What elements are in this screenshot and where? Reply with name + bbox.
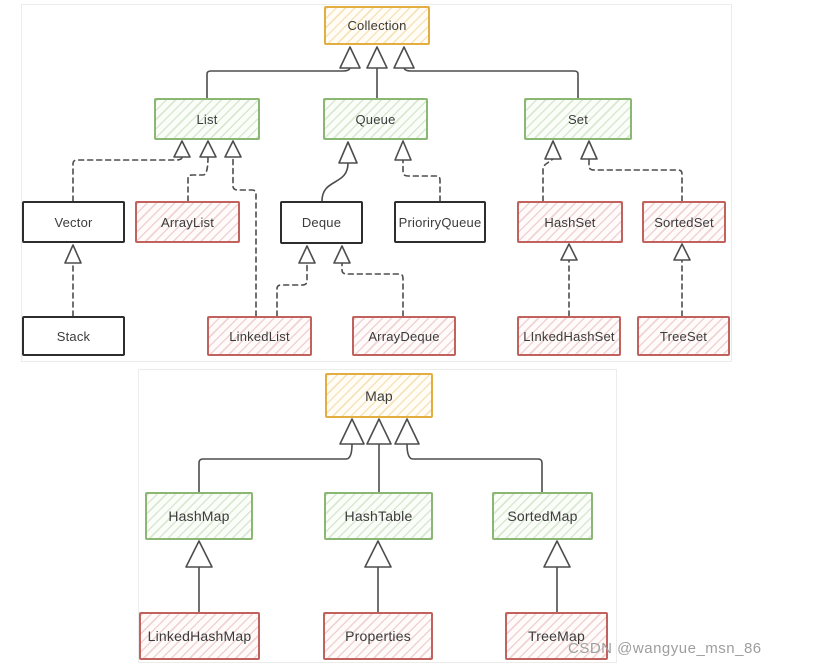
arrowhead-map-right-icon xyxy=(394,418,420,445)
edge-linkedlist-list xyxy=(232,156,257,317)
node-treeset: TreeSet xyxy=(637,316,730,356)
edge-hashset-set xyxy=(542,158,554,202)
node-set: Set xyxy=(524,98,632,140)
node-list: List xyxy=(154,98,260,140)
edge-linkedlist-deque xyxy=(276,262,308,317)
node-hashset: HashSet xyxy=(517,201,623,243)
edge-deque-queue xyxy=(321,162,349,202)
arrowhead-list-mid-icon xyxy=(199,140,217,158)
arrowhead-map-left-icon xyxy=(339,418,365,445)
edge-arraydeque-deque xyxy=(341,262,404,317)
node-sortedset: SortedSet xyxy=(642,201,726,243)
node-priorityqueue: PrioriryQueue xyxy=(394,201,486,243)
arrowhead-set-left-icon xyxy=(544,140,562,160)
edge-vector-list xyxy=(72,156,183,202)
arrowhead-list-right-icon xyxy=(224,140,242,158)
bottom-canvas-border xyxy=(138,369,617,663)
node-hashtable: HashTable xyxy=(324,492,433,540)
node-deque: Deque xyxy=(280,201,363,244)
arrowhead-vector-icon xyxy=(64,244,82,264)
arrowhead-hashset-icon xyxy=(560,243,578,261)
watermark: CSDN @wangyue_msn_86 xyxy=(568,640,762,657)
arrowhead-map-mid-icon xyxy=(366,418,392,445)
arrowhead-queue-right-icon xyxy=(394,140,412,161)
node-collection: Collection xyxy=(324,6,430,45)
edge-sortedset-set xyxy=(588,158,683,202)
edge-priorityqueue-queue xyxy=(402,159,441,202)
node-queue: Queue xyxy=(323,98,428,140)
edge-list-collection xyxy=(206,67,351,99)
node-stack: Stack xyxy=(22,316,125,356)
edge-hashmap-map xyxy=(198,443,353,493)
arrowhead-queue-left-icon xyxy=(338,141,358,164)
node-properties: Properties xyxy=(323,612,433,660)
node-arraydeque: ArrayDeque xyxy=(352,316,456,356)
node-map: Map xyxy=(325,373,433,418)
arrowhead-collection-right-icon xyxy=(393,46,415,69)
arrowhead-list-left-icon xyxy=(173,140,191,158)
arrowhead-collection-mid-icon xyxy=(366,46,388,69)
edge-arraylist-list xyxy=(187,156,209,202)
arrowhead-hashtable-icon xyxy=(364,540,392,568)
node-treemap: TreeMap xyxy=(505,612,608,660)
node-vector: Vector xyxy=(22,201,125,243)
arrowhead-deque-right-icon xyxy=(333,245,351,264)
node-sortedmap: SortedMap xyxy=(492,492,593,540)
arrowhead-set-right-icon xyxy=(580,140,598,160)
node-linkedhashset: LInkedHashSet xyxy=(517,316,621,356)
node-arraylist: ArrayList xyxy=(135,201,240,243)
edge-set-collection xyxy=(403,67,579,99)
top-canvas-border xyxy=(21,4,732,362)
arrowhead-sortedset-icon xyxy=(673,243,691,261)
arrowhead-hashmap-icon xyxy=(185,540,213,568)
arrowhead-deque-left-icon xyxy=(298,245,316,264)
arrowhead-sortedmap-icon xyxy=(543,540,571,568)
node-linkedlist: LinkedList xyxy=(207,316,312,356)
edge-sortedmap-map xyxy=(406,443,543,493)
node-hashmap: HashMap xyxy=(145,492,253,540)
node-linkedhashmap: LinkedHashMap xyxy=(139,612,260,660)
arrowhead-collection-left-icon xyxy=(339,46,361,69)
